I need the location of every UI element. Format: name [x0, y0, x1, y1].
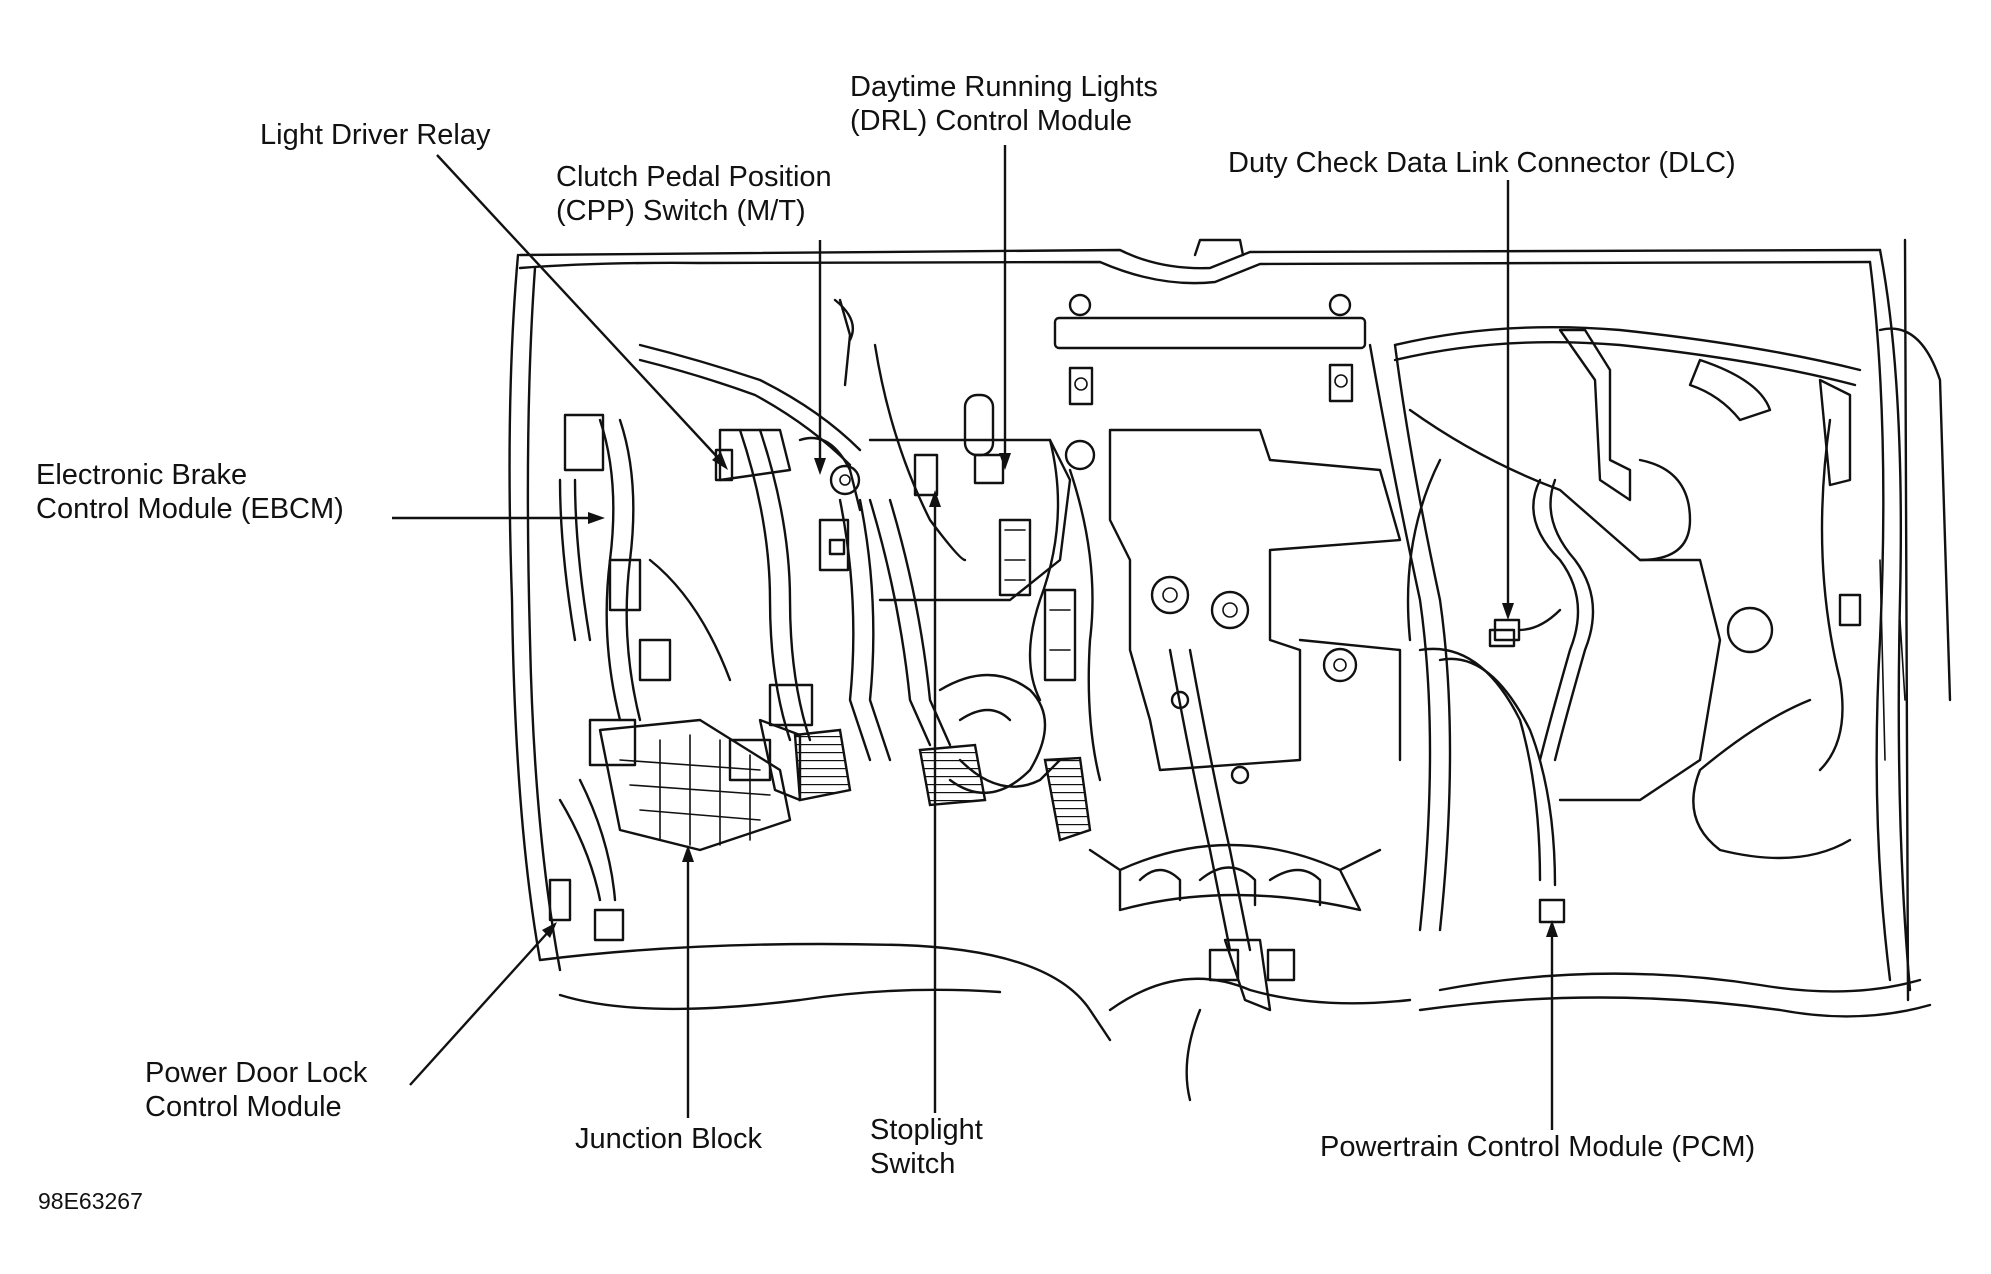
label-light-driver-relay: Light Driver Relay	[260, 119, 491, 151]
dlc-connector-art	[1493, 608, 1562, 642]
label-pcm: Powertrain Control Module (PCM)	[1320, 1131, 1756, 1163]
steering-column	[1088, 648, 1412, 1102]
label-ebcm-line2: Control Module (EBCM)	[36, 493, 344, 525]
label-power-door-lock-line2: Control Module	[145, 1091, 342, 1123]
module-cluster	[714, 298, 1102, 782]
center-brace	[1108, 428, 1402, 785]
label-stoplight-switch-line2: Switch	[870, 1148, 956, 1180]
figure-id: 98E63267	[38, 1188, 143, 1214]
label-drl-module-line1: Daytime Running Lights	[850, 71, 1158, 103]
right-harness	[1368, 325, 1906, 932]
label-cpp-switch-line1: Clutch Pedal Position	[556, 161, 832, 193]
dash-frame	[508, 238, 1952, 1042]
label-power-door-lock-line1: Power Door Lock	[145, 1057, 368, 1089]
upper-panel	[1053, 293, 1367, 406]
label-drl-module-line2: (DRL) Control Module	[850, 105, 1133, 137]
label-cpp-switch-line2: (CPP) Switch (M/T)	[556, 195, 806, 227]
leader-lines	[392, 145, 1558, 1130]
pedals	[758, 498, 1092, 842]
label-stoplight-switch-line1: Stoplight	[870, 1114, 983, 1146]
label-ebcm-line1: Electronic Brake	[36, 459, 248, 491]
label-dlc: Duty Check Data Link Connector (DLC)	[1228, 147, 1736, 179]
label-junction-block: Junction Block	[575, 1123, 762, 1155]
left-harness	[548, 343, 862, 942]
